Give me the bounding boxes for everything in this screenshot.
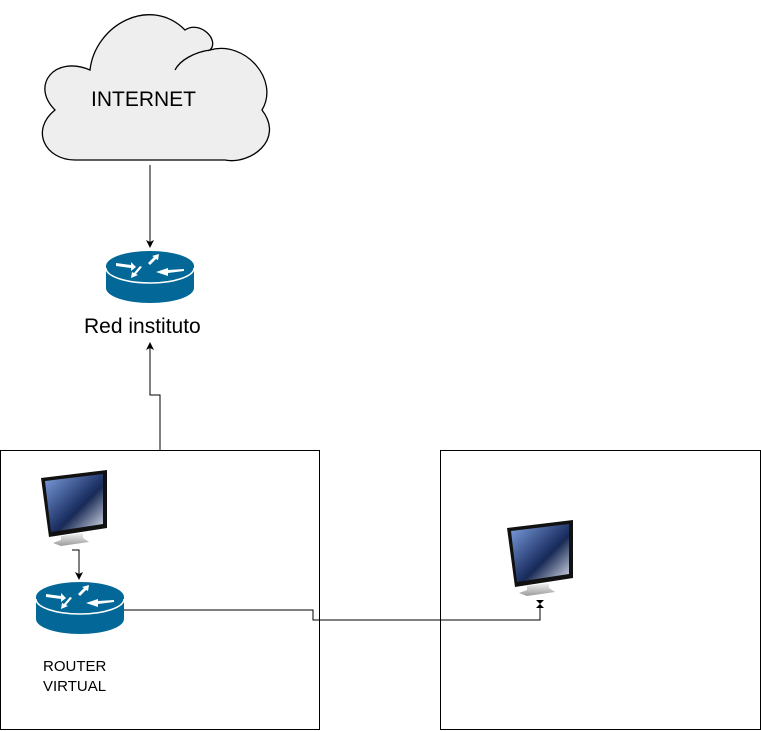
host-box-left xyxy=(0,450,320,730)
host-box-right xyxy=(440,450,761,730)
router-virtual-label-line1: ROUTER xyxy=(43,658,107,675)
router-icon xyxy=(105,250,195,304)
cloud-icon xyxy=(41,14,270,162)
router-icon xyxy=(35,581,125,635)
link-box-red-instituto xyxy=(146,342,161,450)
red-instituto-label: Red instituto xyxy=(84,315,201,338)
router-virtual-label-line2: VIRTUAL xyxy=(43,678,107,695)
router-virtual-label: ROUTER VIRTUAL xyxy=(43,657,106,697)
internet-label: INTERNET xyxy=(91,88,196,111)
monitor-icon xyxy=(507,520,573,596)
link-monitor-router xyxy=(72,549,83,580)
monitor-icon xyxy=(41,470,107,546)
link-router-monitor xyxy=(124,604,541,621)
